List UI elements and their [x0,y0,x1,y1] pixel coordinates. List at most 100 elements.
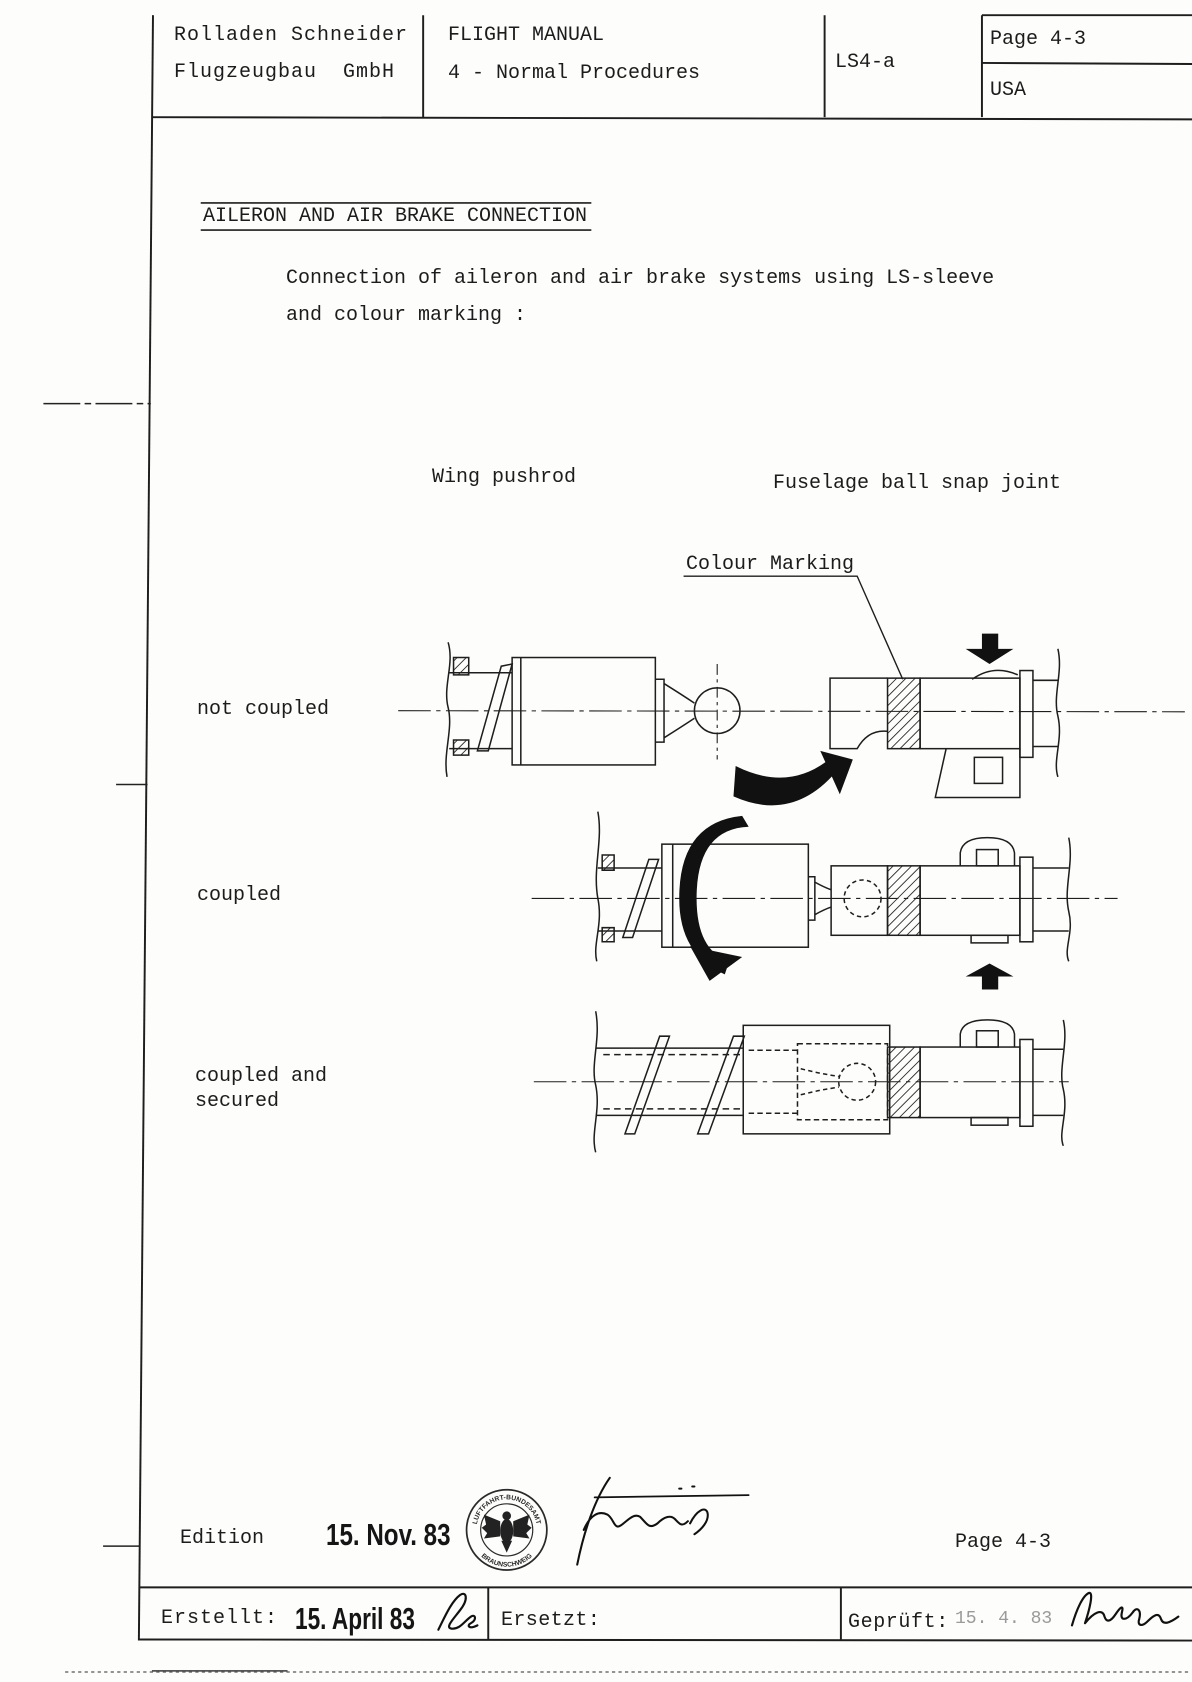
socket-body-rear [919,677,1021,750]
chapter-title: 4 - Normal Procedures [448,62,701,85]
seal-inner-ring [480,1503,534,1557]
hidden-socket [796,1043,889,1121]
socket-clip-window [975,1030,999,1048]
eagle-emblem-icon [481,1511,532,1553]
socket-bracket [934,748,1021,799]
engage-arrow [733,759,836,806]
created-label: Erstellt: [161,1607,279,1630]
intro-line-2: and colour marking : [286,304,527,327]
checked-date-stamp: 15. 4. 83 [955,1609,1053,1629]
header-page-number: Page 4-3 [990,28,1087,51]
ls-sleeve-spring [623,1035,746,1135]
state-label-secured-line1: coupled and [195,1065,328,1088]
pushrod-flange [601,854,615,943]
manual-title: FLIGHT MANUAL [448,24,605,47]
signature-rule [593,1494,750,1499]
pushrod-break-edge [593,1011,598,1153]
ls-sleeve [511,656,657,766]
socket-clip [959,1019,1016,1048]
state-label-coupled: coupled [197,884,282,907]
press-up-arrow [965,963,1014,990]
seal-bottom-textpath: BRAUNSCHWEIG [480,1553,534,1569]
pushrod-flange [452,656,470,756]
press-down-arrow [965,633,1014,665]
diagram-row-not-coupled [398,633,1185,806]
ls-sleeve-spring [621,858,660,939]
company-name-line1: Rolladen Schneider [174,24,409,47]
ls-sleeve [661,843,810,948]
ls-sleeve-spring [476,663,514,752]
socket-body-front [830,865,889,937]
colour-marking-leader-line [683,575,904,680]
aircraft-model: LS4-a [835,51,896,74]
fuselage-tube [1032,867,1069,932]
pushrod-break-edge [445,642,451,778]
page-frame [137,14,1192,1642]
ls-sleeve [742,1024,891,1135]
twist-arrow-head [690,946,743,981]
fuselage-break-edge [1066,837,1072,962]
page-box-middle-rule [981,61,1192,65]
created-initials [437,1592,479,1631]
edition-date-stamp: 15. Nov. 83 [326,1517,451,1552]
section-title-rules [200,202,592,231]
fuselage-break-edge [1055,648,1061,778]
socket-ring [1019,856,1034,943]
colour-marking-band [886,865,921,937]
twist-arrow [679,815,749,975]
pushrod-tube [595,1047,744,1117]
socket-body-rear [919,865,1021,937]
seal-bottom-text: BRAUNSCHWEIG [480,1553,534,1569]
company-name-line2: Flugzeugbau GmbH [174,61,396,84]
socket-latch [970,934,1009,944]
diagram-row-coupled-secured [533,1011,1069,1153]
created-date-stamp: 15. April 83 [295,1601,415,1636]
hidden-ball [837,1062,877,1101]
socket-clip [971,669,1019,680]
fuselage-joint-label: Fuselage ball snap joint [773,472,1062,495]
wing-pushrod-label: Wing pushrod [432,466,577,489]
margin-ticks [43,402,151,1547]
state-label-not-coupled: not coupled [197,698,330,721]
header-bottom-rule [151,116,1192,121]
pushrod-neck [655,678,695,743]
intro-line-1: Connection of aileron and air brake syst… [286,267,995,290]
left-margin-rule [137,15,154,1641]
socket-bracket-window [973,756,1004,785]
hidden-neck [800,1068,839,1096]
socket-clip [959,836,1016,866]
fuselage-break-edge [1060,1019,1066,1147]
colour-marking-band [886,1046,921,1119]
fuselage-tube [1032,1048,1064,1117]
socket-latch [970,1116,1009,1126]
checked-signature [1070,1591,1180,1627]
replaced-label: Ersetzt: [501,1609,601,1632]
footer-page-number: Page 4-3 [955,1531,1052,1554]
pushrod-neck [808,875,832,921]
header-country: USA [990,79,1027,102]
edition-label: Edition [180,1527,265,1550]
socket-clip-window [975,848,999,867]
seal-outer-ring [465,1488,548,1571]
pushrod-break-edge [595,811,601,962]
authority-seal: LUFTFAHRT-BUNDESAMT BRAUNSCHWEIG [465,1488,548,1571]
socket-ring [1019,669,1034,759]
colour-marking-label: Colour Marking [686,553,855,576]
section-title: AILERON AND AIR BRAKE CONNECTION [203,205,588,228]
signatures [437,1476,1180,1631]
pushrod-tube-hidden [603,1053,744,1110]
hidden-ball [843,879,882,918]
edition-signature [576,1476,709,1566]
footer-bottom-rule [138,1638,1192,1642]
diagram-row-coupled [531,811,1118,990]
socket-ring [1019,1038,1034,1128]
checked-label: Geprüft: [848,1611,949,1634]
centerline [398,710,1185,713]
state-label-secured-line2: secured [195,1090,280,1113]
colour-marking-band [886,677,921,750]
fuselage-tube [1032,679,1058,748]
engage-arrow-head [820,750,853,795]
socket-body-front [829,677,888,750]
